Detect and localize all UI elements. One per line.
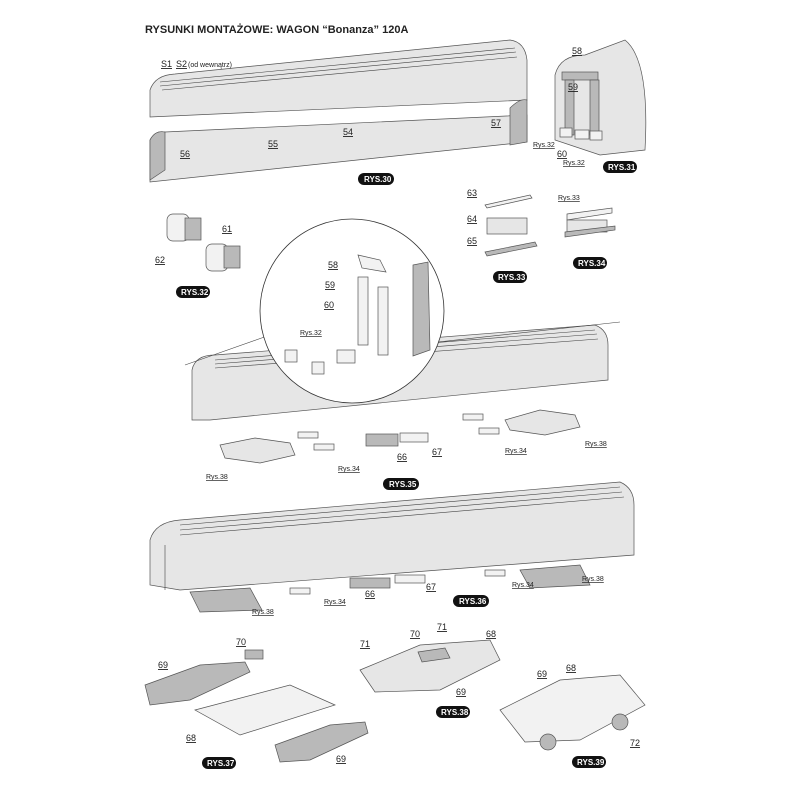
- label-66: 66: [397, 452, 407, 462]
- car-end-view: [554, 39, 647, 156]
- label-s1: S1: [161, 59, 172, 69]
- zoom-label-58: 58: [328, 260, 338, 270]
- ref-rys34-b: Rys.34: [505, 448, 527, 455]
- badge-rys33: [493, 271, 527, 283]
- ref-rys33: Rys.33: [558, 195, 580, 202]
- fig-rys31: 58 59 60 Rys.32 Rys.32 RYS.31: [533, 39, 647, 173]
- label-60: 60: [557, 149, 567, 159]
- badge-rys30: [358, 173, 394, 185]
- fig-rys38: 71 70 71 68 69 RYS.38: [359, 622, 501, 718]
- badge-rys38: [436, 706, 470, 718]
- badge-rys39-text: RYS.39: [577, 758, 605, 767]
- ref-rys34-d: Rys.34: [512, 582, 534, 589]
- label-58: 58: [572, 46, 582, 56]
- roof-part-54: [149, 39, 528, 118]
- ref-rys34-a: Rys.34: [338, 466, 360, 473]
- ref-rys38-a: Rys.38: [206, 474, 228, 481]
- floor-part-55: [149, 114, 528, 183]
- label-63: 63: [467, 188, 477, 198]
- label-56: 56: [180, 149, 190, 159]
- label-57: 57: [491, 118, 501, 128]
- badge-rys34-text: RYS.34: [578, 259, 606, 268]
- label-65: 65: [467, 236, 477, 246]
- label-69-a: 69: [158, 660, 168, 670]
- badge-rys37-text: RYS.37: [207, 759, 235, 768]
- badge-rys32-text: RYS.32: [181, 288, 209, 297]
- badge-rys35-text: RYS.35: [389, 480, 417, 489]
- zoom-ref-rys32: Rys.32: [300, 330, 322, 337]
- label-69-c: 69: [456, 687, 466, 697]
- badge-rys35: [383, 478, 419, 490]
- badge-rys31-text: RYS.31: [608, 163, 636, 172]
- badge-rys37: [202, 757, 236, 769]
- fig-rys32: 61 62 RYS.32: [155, 213, 241, 298]
- label-71-b: 71: [437, 622, 447, 632]
- badge-rys36: [453, 595, 489, 607]
- label-68: 68: [186, 733, 196, 743]
- label-67-b: 67: [426, 582, 436, 592]
- label-61: 61: [222, 224, 232, 234]
- end-wall-57: [509, 99, 528, 146]
- label-59: 59: [568, 82, 578, 92]
- badge-rys31: [603, 161, 637, 173]
- label-68-b: 68: [486, 629, 496, 639]
- sheet-title: RYSUNKI MONTAŻOWE: WAGON “Bonanza” 120A: [145, 23, 408, 36]
- label-64: 64: [467, 214, 477, 224]
- badge-rys39: [572, 756, 606, 768]
- ref-rys38-b: Rys.38: [585, 441, 607, 448]
- ref-rys32-a: Rys.32: [533, 142, 555, 149]
- label-66-b: 66: [365, 589, 375, 599]
- label-70: 70: [236, 637, 246, 647]
- badge-rys34: [573, 257, 607, 269]
- label-72: 72: [630, 738, 640, 748]
- ref-rys38-d: Rys.38: [582, 576, 604, 583]
- fig-rys30: S1 S2 (od wewnątrz) 54 55 56 57 RYS.30: [149, 39, 528, 185]
- car-body-36: [149, 481, 635, 591]
- label-62: 62: [155, 255, 165, 265]
- label-68-c: 68: [566, 663, 576, 673]
- ref-rys38-c: Rys.38: [252, 609, 274, 616]
- label-s2-note: (od wewnątrz): [188, 62, 232, 69]
- badge-rys33-text: RYS.33: [498, 273, 526, 282]
- fig-rys39: 69 68 72 RYS.39: [499, 663, 646, 768]
- fig-rys34: Rys.33 RYS.34: [558, 195, 616, 269]
- fig-rys37: 70 69 68 69 RYS.37: [144, 637, 369, 769]
- label-55: 55: [268, 139, 278, 149]
- badge-rys36-text: RYS.36: [459, 597, 487, 606]
- badge-rys32: [176, 286, 210, 298]
- fig-rys33: 63 64 65 RYS.33: [467, 188, 538, 283]
- ref-rys34-c: Rys.34: [324, 599, 346, 606]
- label-69-b: 69: [336, 754, 346, 764]
- label-54: 54: [343, 127, 353, 137]
- end-wall-56: [149, 131, 166, 181]
- badge-rys38-text: RYS.38: [441, 708, 469, 717]
- label-s2: S2: [176, 59, 187, 69]
- fig-rys36: Rys.38 Rys.34 66 67 Rys.34 Rys.38 RYS.36: [149, 481, 635, 616]
- detail-zoom-circle: [259, 218, 445, 404]
- badge-rys30-text: RYS.30: [364, 175, 392, 184]
- zoom-label-60: 60: [324, 300, 334, 310]
- ref-rys32-b: Rys.32: [563, 160, 585, 167]
- label-71-a: 71: [360, 639, 370, 649]
- zoom-label-59: 59: [325, 280, 335, 290]
- label-69-d: 69: [537, 669, 547, 679]
- label-67: 67: [432, 447, 442, 457]
- fig-rys35: 58 59 60 Rys.32 66 67 Rys.34 Rys.34 Rys.…: [184, 218, 621, 490]
- label-70-b: 70: [410, 629, 420, 639]
